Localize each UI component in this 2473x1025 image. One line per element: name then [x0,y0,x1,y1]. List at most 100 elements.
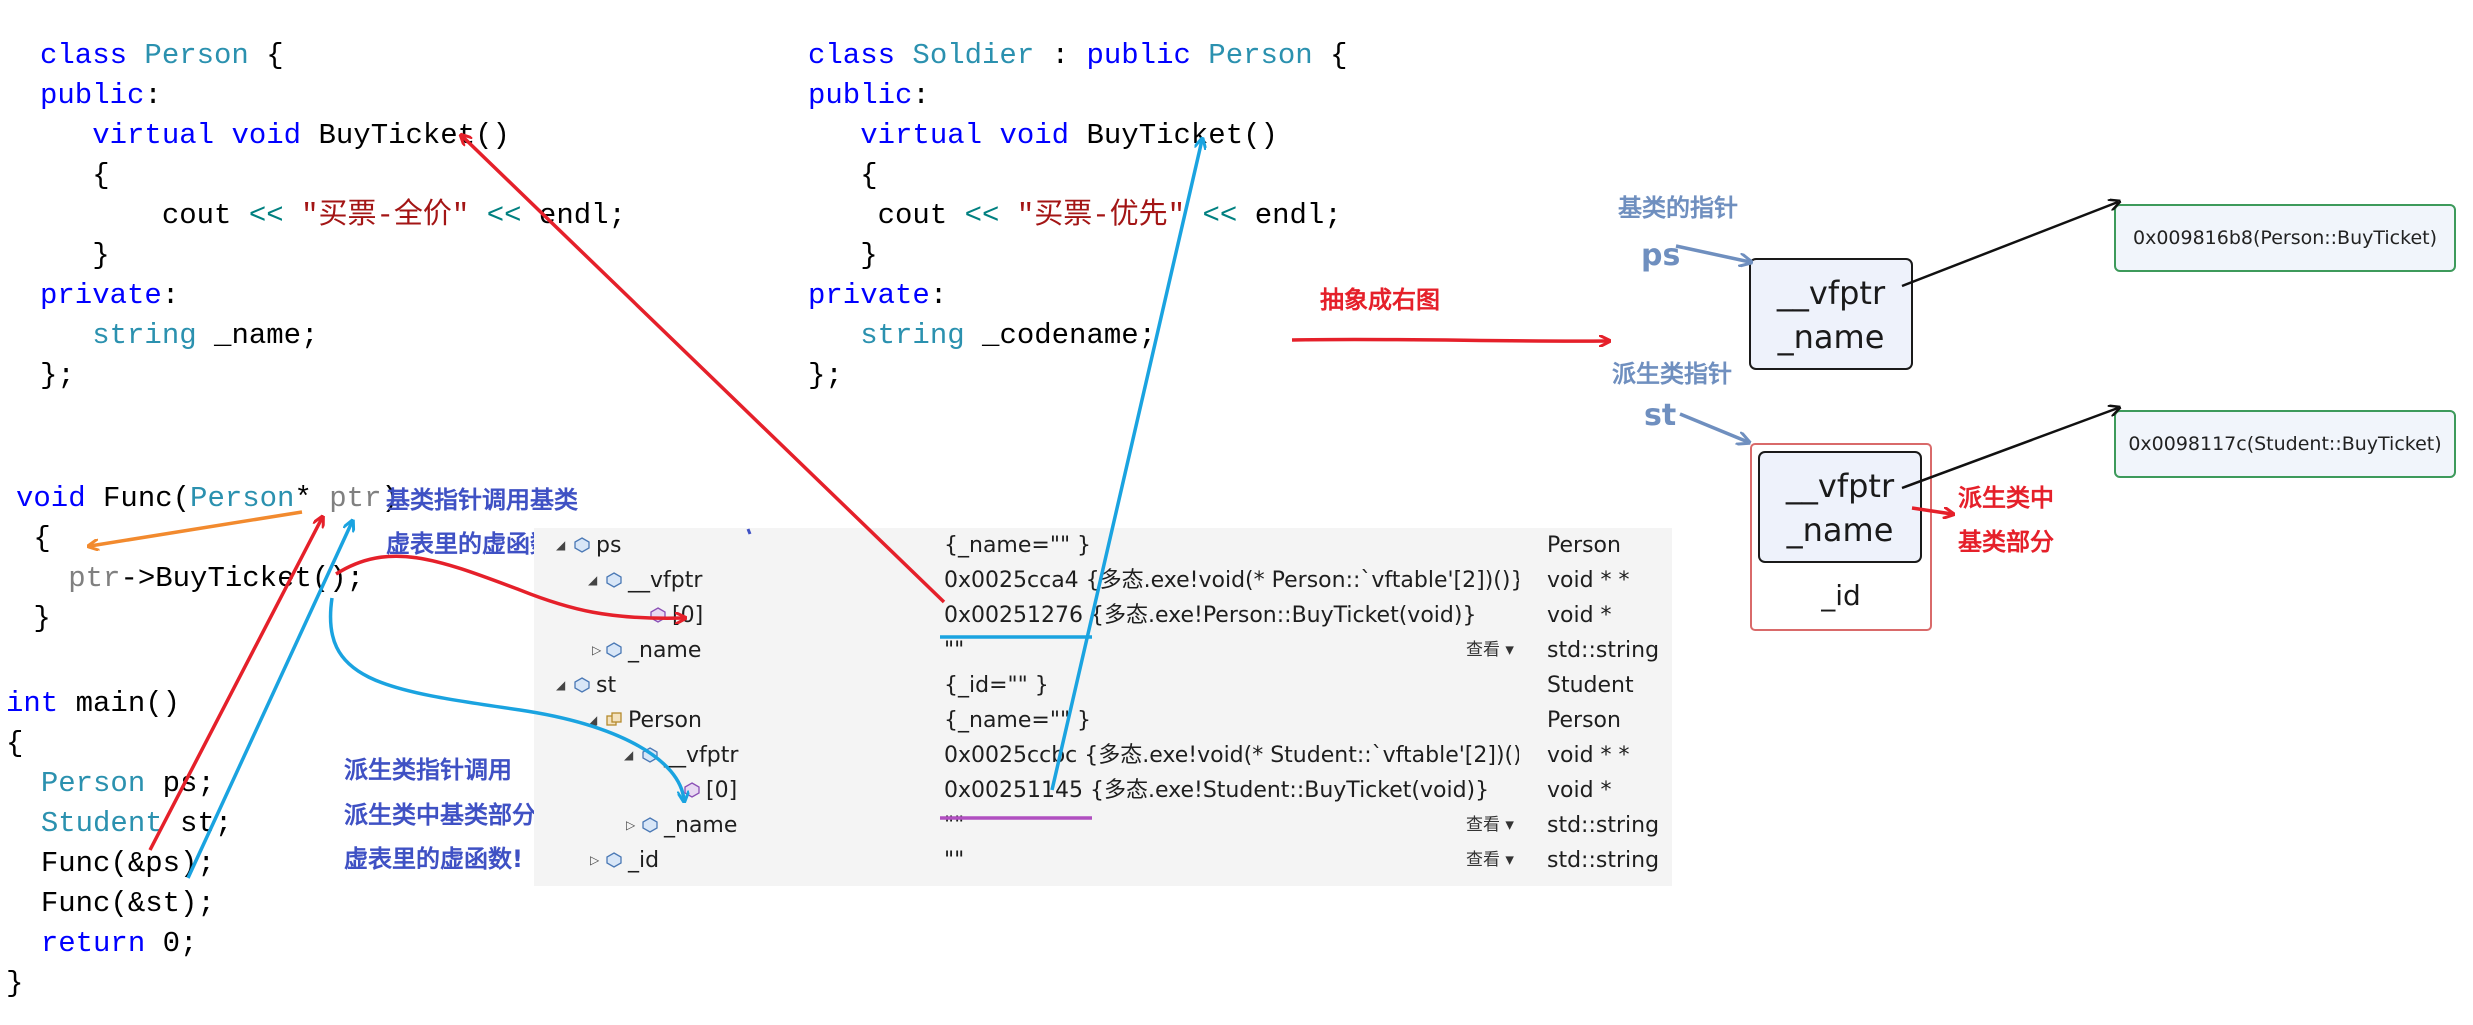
vtable-entry-person: 0x009816b8(Person::BuyTicket) [2114,204,2456,272]
kw-virtual: virtual [860,119,983,152]
lbrace: { [6,727,24,760]
func-name: Func( [103,482,191,515]
kw-void: void [16,482,86,515]
expand-arrow-icon[interactable]: ◢ [588,573,598,587]
main-sig: main() [58,687,181,720]
watch-name: ps [596,533,622,558]
rbrace: } [92,239,110,272]
class-name-soldier: Soldier [912,39,1035,72]
annotation-derived-pointer: 派生类指针 [1612,360,1732,388]
blue-arrow-to-soldier-buyticket [1050,140,1202,791]
watch-row-name[interactable]: ▷ _name "" 查看 ▾ std::string [534,633,1672,668]
expand-arrow-icon[interactable]: ◢ [624,748,634,762]
box-name-label: _name [1777,318,1885,356]
annotation-base-call-1: 基类指针调用基类 [386,486,578,514]
view-dropdown[interactable]: 查看 ▾ [1466,815,1514,835]
cout: cout [877,199,948,232]
watch-type: std::string [1547,813,1660,838]
main-code: int main() { Person ps; Student st; Func… [6,684,232,1004]
type-string: string [860,319,965,352]
param-type: Person [190,482,295,515]
op-lshift: << [248,199,284,232]
blue-tick [746,528,752,535]
kw-void: void [231,119,302,152]
orange-arrow-ptr-to-type [90,510,303,546]
collapse-arrow-icon[interactable]: ▷ [590,853,600,867]
watch-type: Person [1547,533,1621,558]
watch-name: _id [628,848,660,873]
kw-public: public [40,79,145,112]
call-buyticket: ->BuyTicket(); [120,562,365,595]
field-icon [606,642,622,658]
string-literal: ″买票-全价″ [301,199,470,232]
expand-arrow-icon[interactable]: ◢ [556,538,566,552]
box-name-label: _name [1786,511,1894,549]
watch-type: void * * [1547,568,1630,593]
paren: ) [381,482,399,515]
type-string: string [92,319,197,352]
watch-name: __vfptr [628,568,703,593]
red-arrow-base-part [1911,506,1952,514]
watch-type: Student [1547,673,1634,698]
colon: : [161,279,180,312]
watch-row-vfptr[interactable]: ◢ __vfptr 0x0025cca4 {多态.exe!void(* Pers… [534,563,1672,598]
annotation-derived-call-3: 虚表里的虚函数! [344,845,523,873]
object-icon [574,677,590,693]
watch-type: Person [1547,708,1621,733]
kw-void: void [999,119,1070,152]
collapse-arrow-icon[interactable]: ▷ [626,818,636,832]
box-vfptr-label: __vfptr [1776,274,1886,312]
watch-name: [0] [706,778,738,803]
param-ptr: ptr [329,482,382,515]
watch-row-ps[interactable]: ◢ ps {_name="" } Person [534,528,1672,563]
view-dropdown[interactable]: 查看 ▾ [1466,640,1514,660]
view-label: 查看 [1466,850,1500,870]
watch-name: st [596,673,617,698]
watch-value: 0x0025cca4 {多态.exe!void(* Person::`vftab… [944,568,1519,593]
annotation-derived-base-part-1: 派生类中 [1958,484,2054,512]
cout: cout [161,199,232,232]
func-code: void Func(Person* ptr) { ptr->BuyTicket(… [16,479,399,639]
watch-value: "" [944,848,965,873]
kw-virtual: virtual [92,119,215,152]
type-person: Person [40,767,146,800]
lbrace: { [33,522,51,555]
collapse-arrow-icon[interactable]: ▷ [592,643,602,657]
expand-arrow-icon[interactable]: ◢ [556,678,566,692]
watch-name: Person [628,708,702,733]
annotation-derived-call-1: 派生类指针调用 [344,756,512,784]
base-person: Person [1208,39,1313,72]
watch-type: std::string [1547,638,1660,663]
blue-curve-call-to-st-vtable [328,597,684,800]
annotation-base-pointer: 基类的指针 [1618,194,1738,222]
box-vfptr-label: __vfptr [1785,467,1895,505]
watch-row-st-vfptr-0[interactable]: [0] 0x00251145 {多态.exe!Student::BuyTicke… [534,773,1672,808]
op-lshift: << [1202,199,1238,232]
method-buyticket: BuyTicket() [318,119,510,152]
call-func-st: Func(&st); [40,887,215,920]
watch-value: {_id="" } [944,673,1049,698]
class-name-person: Person [144,39,249,72]
rbrace: } [860,239,878,272]
kw-public: public [1086,39,1191,72]
watch-value: "" [944,638,965,663]
black-arrow-vfptr-student [1901,408,2118,490]
watch-name: _name [628,638,702,663]
watch-row-vfptr-0[interactable]: [0] 0x00251276 {多态.exe!Person::BuyTicket… [534,598,1672,633]
watch-row-st-vfptr[interactable]: ◢ __vfptr 0x0025ccbc {多态.exe!void(* Stud… [534,738,1672,773]
base-class-icon [606,712,622,726]
annotation-derived-call-2: 派生类中基类部分 [344,801,536,829]
watch-name: __vfptr [664,743,739,768]
expand-arrow-icon[interactable]: ◢ [588,713,598,727]
slate-arrow-st [1679,412,1748,442]
watch-row-id[interactable]: ▷ _id "" 查看 ▾ std::string [534,843,1672,878]
field-icon [606,572,622,588]
rbrace: } [33,602,51,635]
person-class-code: class Person { public: virtual void BuyT… [40,36,626,396]
kw-private: private [808,279,930,312]
annotation-abstract: 抽象成右图 [1320,286,1440,314]
view-dropdown[interactable]: 查看 ▾ [1466,850,1514,870]
watch-row-st[interactable]: ◢ st {_id="" } Student [534,668,1672,703]
return-value: 0; [145,927,198,960]
